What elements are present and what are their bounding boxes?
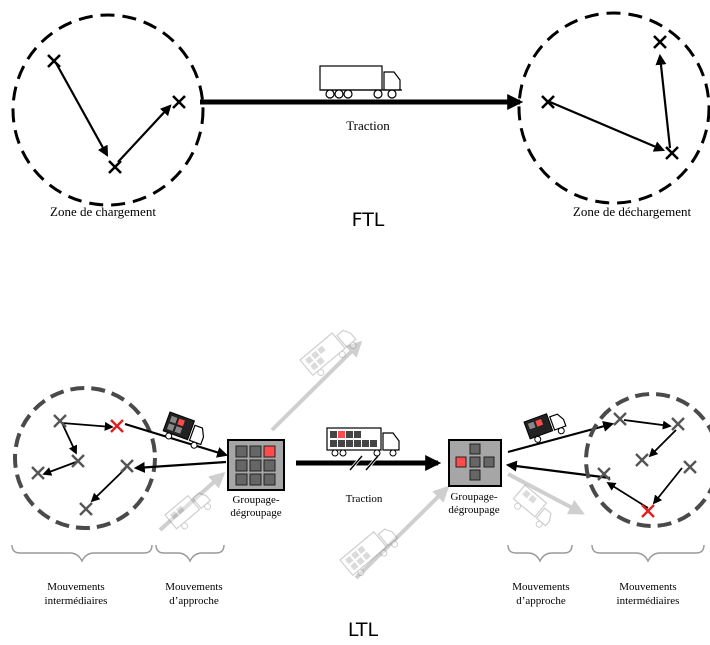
- unloading-zone-moves: [549, 53, 672, 152]
- ftl-title: FTL: [352, 209, 385, 231]
- unloading-zone-label: Zone de déchargement: [573, 204, 692, 219]
- cross-marker-icon: [653, 35, 667, 49]
- bracket-right-approach: [507, 544, 573, 563]
- left-approach-label-2: d’approche: [169, 595, 219, 607]
- cross-marker-icon: [110, 419, 124, 433]
- ftl-traction-label: Traction: [346, 118, 390, 133]
- cross-marker-icon: [613, 412, 627, 426]
- left-intermediate-label-1: Mouvements: [47, 581, 104, 593]
- bracket-left-intermediate: [11, 544, 153, 563]
- ltl-title: LTL: [348, 619, 379, 641]
- truck-icon: [319, 65, 403, 99]
- truck-icon: [523, 413, 567, 443]
- cross-marker-icon: [597, 467, 611, 481]
- brackets: [11, 544, 705, 563]
- cross-marker-icon: [641, 504, 655, 518]
- right-intermediate-label-1: Mouvements: [619, 581, 676, 593]
- truck-icon: [512, 484, 552, 528]
- cross-marker-icon: [671, 417, 685, 431]
- ftl-section: Traction Zone de chargement Zone de déch…: [11, 11, 710, 231]
- truck-icon: [299, 329, 357, 377]
- loading-zone-moves: [55, 62, 172, 163]
- cross-marker-icon: [541, 95, 555, 109]
- cross-marker-icon: [172, 95, 186, 109]
- cross-marker-icon: [31, 466, 45, 480]
- cross-marker-icon: [53, 414, 67, 428]
- right-approach-label-1: Mouvements: [512, 581, 569, 593]
- ltl-traction-label: Traction: [346, 493, 383, 505]
- unloading-zone-circle: [517, 11, 710, 205]
- ltl-section: Groupage- dégroupage Traction Groupage- …: [11, 329, 710, 641]
- left-approach-label-1: Mouvements: [165, 581, 222, 593]
- left-hub-label-2: dégroupage: [230, 507, 281, 519]
- right-zone-moves: [606, 419, 683, 509]
- cross-marker-icon: [108, 160, 122, 174]
- cross-marker-icon: [71, 454, 85, 468]
- unloading-cross-markers: [541, 35, 679, 160]
- ltl-approach-gray-arrows: [158, 340, 585, 580]
- left-zone-moves: [42, 421, 127, 503]
- bracket-left-approach: [155, 544, 225, 563]
- right-approach-label-2: d’approche: [516, 595, 566, 607]
- loading-zone-circle: [11, 13, 205, 207]
- loading-cross-markers: [47, 54, 186, 174]
- right-cross-markers: [597, 412, 697, 518]
- cross-marker-icon: [47, 54, 61, 68]
- right-hub-label-1: Groupage-: [450, 491, 497, 503]
- right-intermediate-label-2: intermédiaires: [617, 595, 680, 607]
- loading-zone-label: Zone de chargement: [50, 204, 156, 219]
- left-hub: [227, 439, 285, 491]
- bracket-right-intermediate: [591, 544, 705, 563]
- left-intermediate-zone: [13, 386, 157, 530]
- truck-icon: [326, 427, 400, 457]
- truck-icon: [339, 528, 399, 577]
- right-intermediate-zone: [584, 392, 710, 528]
- cross-marker-icon: [635, 453, 649, 467]
- right-hub: [448, 439, 502, 487]
- left-hub-label-1: Groupage-: [232, 494, 279, 506]
- left-hub-links: [124, 422, 229, 473]
- cross-marker-icon: [79, 502, 93, 516]
- left-intermediate-label-2: intermédiaires: [45, 595, 108, 607]
- cross-marker-icon: [665, 146, 679, 160]
- truck-icon: [162, 411, 205, 449]
- cross-marker-icon: [683, 460, 697, 474]
- right-hub-label-2: dégroupage: [448, 504, 499, 516]
- cross-marker-icon: [120, 459, 134, 473]
- left-cross-markers: [31, 414, 134, 516]
- truck-icon: [164, 492, 212, 530]
